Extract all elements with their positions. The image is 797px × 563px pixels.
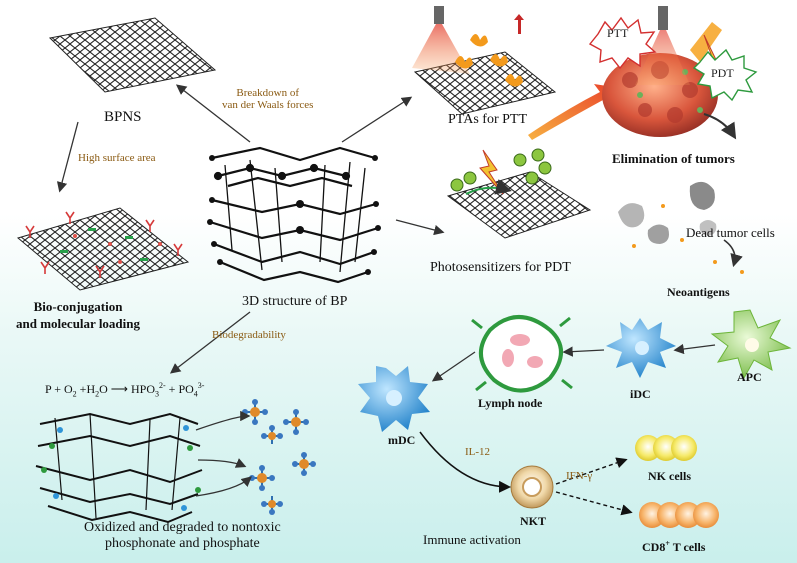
eq-po-sub: 4	[193, 389, 198, 399]
cd8-prefix: CD8	[642, 540, 666, 554]
ifn-arrows	[555, 457, 633, 516]
high-surface-area-label: High surface area	[78, 152, 156, 164]
oxidized-label: Oxidized and degraded to nontoxic phosph…	[84, 520, 281, 552]
eq-o: O	[99, 382, 108, 396]
elimination-label: Elimination of tumors	[612, 151, 735, 166]
nk-cells	[635, 435, 697, 461]
ptt-badge-burst	[588, 16, 657, 70]
photosensitizers-pdt-label: Photosensitizers for PDT	[430, 260, 571, 275]
therapy-arrow	[528, 84, 620, 140]
ptas-ptt-label: PTAs for PTT	[448, 112, 527, 127]
ifn-label: IFN-γ	[566, 470, 593, 482]
eq-h: +H	[76, 382, 96, 396]
mdc-cell	[358, 366, 430, 432]
eq-hpo-sup: 2-	[159, 381, 166, 390]
cd8-label: CD8+ T cells	[642, 539, 705, 555]
pdt-badge-burst	[692, 48, 758, 102]
ptt-sheet	[412, 6, 557, 115]
eq-o-sub: 2	[72, 389, 77, 399]
phosphate-molecules	[242, 399, 316, 515]
idc-label: iDC	[630, 387, 651, 401]
cd8-suffix: T cells	[669, 540, 706, 554]
cd8-t-cells	[639, 502, 719, 528]
biodegradability-label: Biodegradability	[212, 329, 286, 341]
lymph-node-label: Lymph node	[478, 396, 543, 410]
nk-cells-label: NK cells	[648, 469, 691, 483]
idc-cell	[606, 318, 676, 378]
immune-arrows	[419, 431, 511, 493]
oxidized-line-2: phosphonate and phosphate	[104, 536, 260, 551]
eq-h-sub: 2	[95, 389, 100, 399]
reaction-equation: P + O2 +H2O ⟶ HPO32- + PO43-	[45, 381, 204, 398]
eq-po-sup: 3-	[197, 381, 205, 390]
il12-label: IL-12	[465, 446, 491, 458]
eq-hpo-sub: 3	[155, 389, 159, 399]
bpns-sheet	[48, 17, 217, 93]
breakdown-line-1: Breakdown of	[236, 87, 300, 99]
mdc-label: mDC	[388, 433, 416, 447]
bioconjugation-label: Bio-conjugation and molecular loading	[16, 298, 140, 332]
breakdown-line-2: van der Waals forces	[222, 99, 314, 111]
lymph-node	[471, 315, 573, 393]
bpns-label: BPNS	[104, 109, 142, 125]
degraded-bp-structure	[35, 412, 203, 524]
ptt-badge: PTT	[607, 26, 629, 40]
pdt-badge: PDT	[711, 66, 734, 80]
oxidized-line-1: Oxidized and degraded to nontoxic	[84, 520, 281, 535]
bp-3d-label: 3D structure of BP	[242, 294, 348, 309]
pdt-sheet	[446, 148, 592, 239]
eq-po: + PO	[165, 382, 194, 396]
apc-cell	[710, 309, 792, 380]
cd8-sup: +	[665, 539, 670, 548]
eq-p: P + O	[45, 382, 73, 396]
flow-arrows	[56, 84, 716, 497]
immune-activation-label: Immune activation	[423, 532, 521, 547]
dead-tumor-cells	[618, 181, 744, 274]
bp-3d-structure	[207, 146, 381, 284]
breakdown-label: Breakdown of van der Waals forces	[222, 87, 313, 111]
apc-label: APC	[737, 370, 762, 384]
eq-hpo: HPO	[130, 382, 155, 396]
nkt-cell	[510, 465, 554, 509]
bioconjugation-line-2: and molecular loading	[16, 316, 141, 331]
neoantigens-label: Neoantigens	[667, 285, 730, 299]
bioconjugated-sheet	[16, 207, 190, 291]
eq-arrow: ⟶	[110, 382, 128, 396]
bioconjugation-line-1: Bio-conjugation	[33, 299, 123, 314]
tumor	[602, 6, 737, 140]
nkt-label: NKT	[520, 514, 547, 528]
dead-cells-label: Dead tumor cells	[686, 225, 775, 240]
